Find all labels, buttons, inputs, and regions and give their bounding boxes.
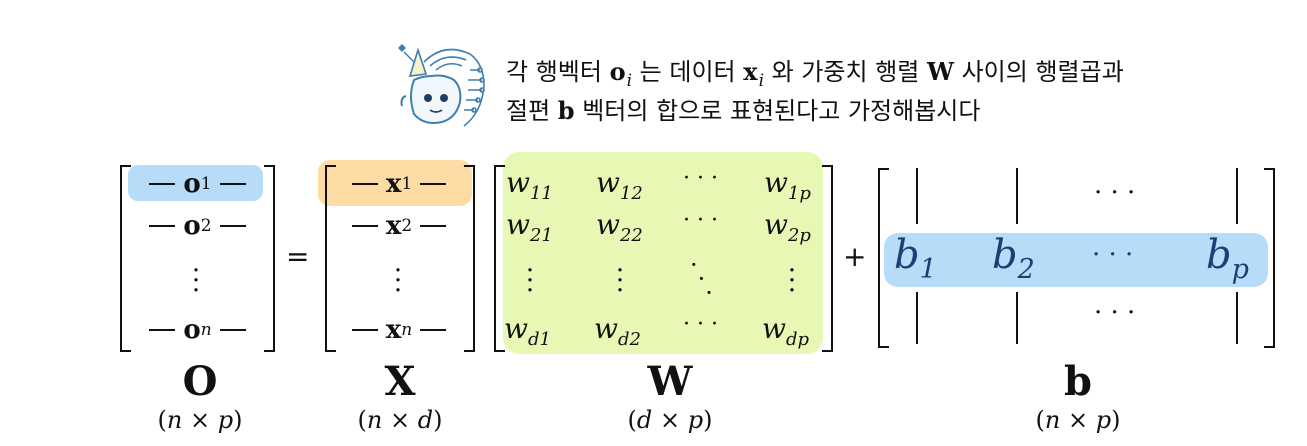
dims-W: (d × p) [627, 406, 713, 434]
caption-text: 는 데이터 [632, 58, 744, 86]
hdots: · · · [1092, 240, 1134, 270]
dims-O: (n × p) [157, 406, 243, 434]
bracket-right [822, 165, 833, 352]
w-cell: w12 [596, 166, 643, 204]
hdots: · · · [683, 208, 718, 233]
column-line [1236, 292, 1238, 344]
robot-mascot-icon [398, 44, 485, 127]
bracket-left [120, 165, 131, 352]
label-O: O [182, 358, 218, 405]
hdots: · · · [1094, 178, 1136, 208]
column-line [916, 168, 918, 224]
vdots: ··· [525, 256, 535, 306]
b-highlight [884, 233, 1268, 287]
x1-highlight [318, 160, 472, 206]
caption-text: 벡터의 합으로 표현된다고 가정해봅시다 [574, 97, 981, 125]
vdots: ··· [615, 256, 625, 306]
column-line [1016, 168, 1018, 224]
vdots: ··· [191, 256, 201, 306]
b-symbol: b [557, 96, 575, 125]
hdots: · · · [1094, 298, 1136, 328]
subscript: i [626, 71, 633, 91]
dims-X: (n × d) [357, 406, 443, 434]
w-cell: wd1 [504, 312, 551, 350]
o-symbol: o [609, 57, 626, 86]
w-cell: w1p [764, 166, 811, 204]
equals-sign: = [286, 240, 310, 273]
bracket-left [878, 168, 889, 348]
hdots: · · · [683, 166, 718, 191]
column-line [916, 292, 918, 344]
w-highlight [503, 152, 823, 354]
bracket-left [494, 165, 505, 352]
dims-b: (n × p) [1035, 406, 1121, 434]
caption-text: 사이의 행렬곱과 [953, 58, 1124, 86]
vdots: ··· [393, 256, 403, 306]
b-entry: b1 [894, 232, 937, 285]
bracket-right [1264, 168, 1275, 348]
plus-sign: + [843, 240, 867, 273]
column-line [1236, 168, 1238, 224]
subscript: i [758, 71, 764, 91]
label-X: X [384, 358, 416, 405]
caption-text: 각 행벡터 [506, 58, 610, 86]
w-cell: w2p [764, 208, 811, 246]
w-symbol: W [927, 57, 954, 86]
w-cell: wd2 [594, 312, 641, 350]
ddots: · · · [690, 251, 713, 307]
vdots: ··· [787, 256, 797, 306]
b-entry: b2 [992, 232, 1035, 285]
bracket-left [325, 165, 336, 352]
w-cell: wdp [762, 312, 810, 350]
caption: 각 행벡터 oi 는 데이터 xi 와 가중치 행렬 W 사이의 행렬곱과 절편… [506, 54, 1124, 129]
hdots: · · · [683, 312, 718, 337]
bracket-right [464, 165, 475, 352]
w-cell: w11 [506, 166, 553, 204]
label-b: b [1064, 358, 1092, 405]
caption-text: 와 가중치 행렬 [764, 58, 927, 86]
caption-line-2: 절편 b 벡터의 합으로 표현된다고 가정해봅시다 [506, 93, 1124, 129]
caption-line-1: 각 행벡터 oi 는 데이터 xi 와 가중치 행렬 W 사이의 행렬곱과 [506, 54, 1124, 93]
x-symbol: x [743, 57, 758, 86]
label-W: W [647, 358, 693, 405]
b-entry: bp [1206, 232, 1249, 285]
w-cell: w22 [596, 208, 643, 246]
bracket-right [264, 165, 275, 352]
w-cell: w21 [506, 208, 553, 246]
caption-text: 절편 [506, 97, 558, 125]
column-line [1016, 292, 1018, 344]
